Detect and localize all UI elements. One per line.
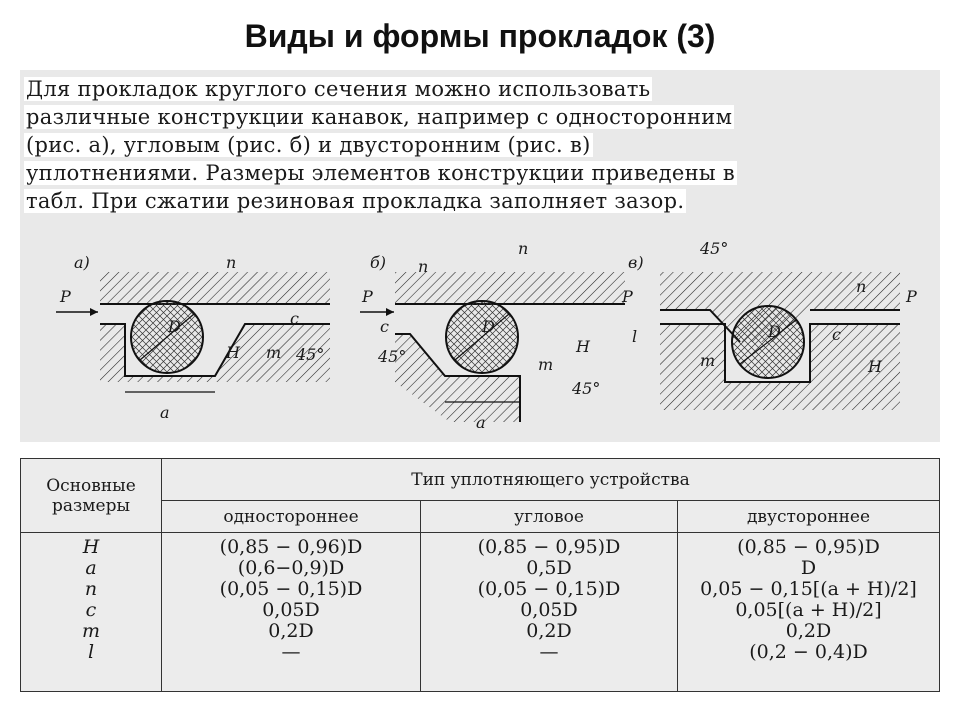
table-cell: 0,05D: [520, 599, 578, 621]
one-sided-values-cell: (0,85 − 0,96)D (0,6−0,9)D (0,05 − 0,15)D…: [161, 532, 421, 692]
column-header-one-sided: одностороннее: [161, 500, 421, 533]
table-cell: (0,85 − 0,95)D: [477, 536, 621, 558]
param-symbol: H: [82, 536, 100, 558]
pressure-label-right: P: [905, 287, 917, 306]
pressure-label: P: [361, 287, 373, 306]
table-cell: (0,05 − 0,15)D: [477, 578, 621, 600]
angular-values-cell: (0,85 − 0,95)D 0,5D (0,05 − 0,15)D 0,05D…: [420, 532, 678, 692]
dim-m-label: m: [266, 343, 281, 362]
angle-label-left: 45°: [377, 347, 406, 366]
dim-c-label: c: [380, 317, 389, 336]
dim-h-label: H: [867, 357, 883, 376]
paragraph-line: табл. При сжатии резиновая прокладка зап…: [24, 189, 687, 213]
column-header-double-sided: двустороннее: [677, 500, 940, 533]
dim-n-label: n: [226, 253, 236, 272]
table-cell: (0,85 − 0,95)D: [737, 536, 880, 558]
table-cell: (0,6−0,9)D: [237, 557, 345, 579]
angle-label-right: 45°: [571, 379, 600, 398]
table-cell: (0,05 − 0,15)D: [219, 578, 363, 600]
param-symbol: a: [85, 557, 97, 579]
table-cell: —: [281, 641, 301, 663]
param-symbols-cell: H a n c m l: [20, 532, 162, 692]
diameter-label: D: [481, 317, 495, 336]
table-cell: 0,05 − 0,15[(a + H)/2]: [700, 578, 917, 600]
param-symbol: l: [87, 641, 95, 663]
dim-h-label: H: [575, 337, 591, 356]
dimensions-table: Основные размеры Тип уплотняющего устрой…: [20, 458, 940, 692]
figure-b-angular-groove: P б) D n n c H m 45° 45° a: [360, 239, 625, 432]
groove-diagrams: P а) D n c H m 45° a P б) D: [56, 239, 917, 432]
figure-label: в): [628, 253, 644, 272]
param-symbol: c: [85, 599, 97, 621]
dim-n-label: n: [856, 277, 866, 296]
upper-flange: [395, 272, 625, 304]
double-sided-values-cell: (0,85 − 0,95)D D 0,05 − 0,15[(a + H)/2] …: [677, 532, 940, 692]
scanned-text-figure: Для прокладок круглого сечения можно исп…: [20, 70, 940, 442]
dim-a-label: a: [476, 413, 486, 432]
table-cell: 0,5D: [526, 557, 572, 579]
dim-n-label: n: [418, 257, 428, 276]
table-cell: 0,2D: [268, 620, 314, 642]
device-type-header: Тип уплотняющего устройства: [161, 458, 940, 501]
dim-n-label-top: n: [518, 239, 528, 258]
param-symbol: m: [81, 620, 101, 642]
figure-label: б): [370, 253, 386, 272]
slide-title: Виды и формы прокладок (3): [244, 18, 716, 54]
dim-h-label: H: [225, 343, 241, 362]
param-header: Основные размеры: [20, 458, 162, 533]
angle-label: 45°: [295, 345, 324, 364]
figure-v-double-sided-groove: P P в) 45° D n c H m l: [621, 239, 917, 410]
paragraph-line: Для прокладок круглого сечения можно исп…: [24, 77, 653, 101]
lower-flange-groove: [100, 324, 330, 382]
figure-label: а): [74, 253, 90, 272]
pressure-label-left: P: [621, 287, 633, 306]
dim-c-label: c: [832, 325, 841, 344]
diameter-label: D: [767, 322, 781, 341]
column-header-angular: угловое: [420, 500, 678, 533]
paragraph-line: уплотнениями. Размеры элементов конструк…: [24, 161, 738, 185]
upper-flange: [100, 272, 330, 304]
table-cell: 0,2D: [785, 620, 832, 642]
angle-label: 45°: [699, 239, 728, 258]
paragraph-line: (рис. а), угловым (рис. б) и двусторонни…: [24, 133, 593, 157]
dimensions-table-scan: Основные размеры Тип уплотняющего устрой…: [20, 458, 940, 692]
dim-c-label: c: [290, 309, 299, 328]
table-cell: 0,2D: [526, 620, 572, 642]
table-cell: 0,05[(a + H)/2]: [735, 599, 882, 621]
lower-flange: [660, 324, 900, 410]
dim-l-label: l: [632, 327, 637, 346]
dim-m-label: m: [538, 355, 553, 374]
table-cell: (0,85 − 0,96)D: [219, 536, 363, 558]
dim-a-label: a: [160, 403, 170, 422]
dim-m-label: m: [700, 351, 715, 370]
diameter-label: D: [167, 317, 181, 336]
lower-flange: [395, 334, 520, 422]
figure-a-one-sided-groove: P а) D n c H m 45° a: [56, 253, 330, 422]
pressure-label: P: [59, 287, 71, 306]
paragraph-line: различные конструкции канавок, например …: [24, 105, 735, 129]
table-cell: (0,2 − 0,4)D: [749, 641, 868, 663]
table-cell: —: [539, 641, 559, 663]
table-cell: D: [800, 557, 817, 579]
table-cell: 0,05D: [262, 599, 320, 621]
param-symbol: n: [84, 578, 98, 600]
